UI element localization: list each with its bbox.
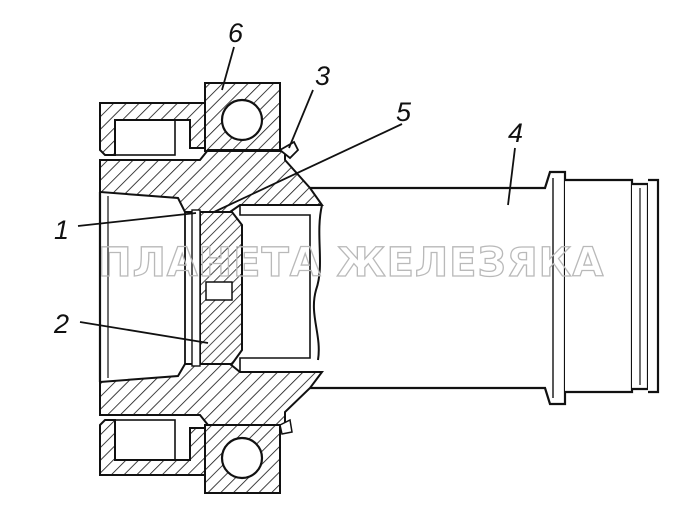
leader-1 [77, 212, 197, 227]
watermark: ПЛАНЕТА ЖЕЛЕЗЯКА [98, 240, 604, 286]
callout-1: 1 [54, 215, 69, 245]
callout-6: 6 [228, 18, 244, 48]
ball-bearing-top-part-6 [204, 82, 281, 152]
leader-3 [288, 89, 314, 149]
retaining-ring-part-3 [278, 140, 300, 435]
callout-3: 3 [315, 61, 330, 91]
sleeve-part-4 [310, 170, 660, 406]
leader-4 [507, 147, 516, 206]
callout-4: 4 [508, 118, 523, 148]
seal-ring-part-2 [191, 209, 243, 367]
leader-lines [77, 46, 516, 344]
callout-2: 2 [53, 309, 69, 339]
leader-6 [221, 46, 235, 91]
leader-2 [79, 321, 209, 344]
leader-5 [213, 123, 403, 213]
ball-bearing-bottom-part-6 [204, 424, 281, 494]
callout-5: 5 [396, 97, 412, 127]
